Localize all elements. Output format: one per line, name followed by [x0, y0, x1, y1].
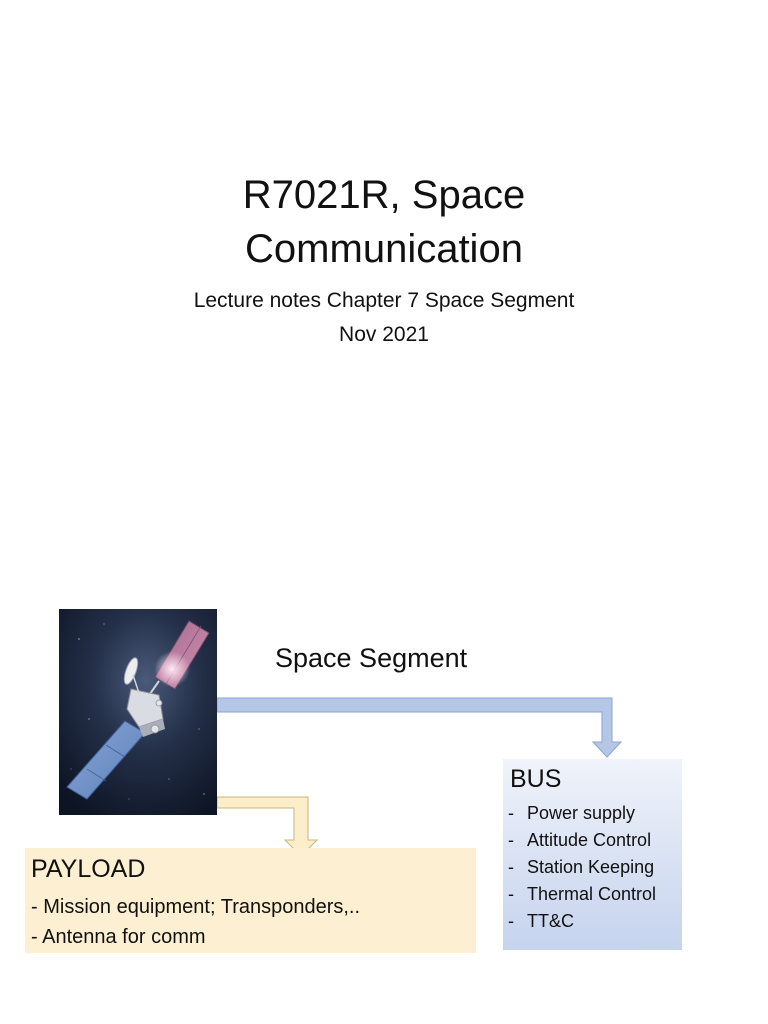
bus-item-label: Station Keeping: [527, 857, 655, 877]
bus-item-label: Attitude Control: [527, 830, 652, 850]
page-title: R7021R, Space Communication: [0, 168, 768, 276]
subtitle-line-2: Nov 2021: [339, 323, 429, 346]
list-item: - Mission equipment; Transponders,..: [31, 896, 361, 918]
list-item: -Station Keeping: [508, 857, 655, 877]
bus-item-label: Thermal Control: [527, 884, 657, 904]
list-item: -Attitude Control: [508, 830, 652, 850]
payload-box: PAYLOAD - Mission equipment; Transponder…: [25, 848, 476, 953]
list-item: -TT&C: [508, 911, 574, 931]
list-item: - Antenna for comm: [31, 926, 206, 948]
space-segment-label: Space Segment: [275, 643, 468, 673]
list-item: -Power supply: [508, 803, 636, 823]
subtitle: Lecture notes Chapter 7 Space Segment No…: [0, 284, 768, 352]
title-line-1: R7021R, Space: [242, 173, 526, 217]
satellite-illustration: [59, 609, 217, 815]
bus-box: BUS -Power supply -Attitude Control -Sta…: [503, 759, 682, 950]
list-item: -Thermal Control: [508, 884, 657, 904]
bus-item-label: Power supply: [527, 803, 636, 823]
bus-item-label: TT&C: [527, 911, 574, 931]
bus-arrow: [216, 697, 623, 758]
subtitle-line-1: Lecture notes Chapter 7 Space Segment: [193, 289, 575, 312]
payload-title: PAYLOAD: [31, 855, 146, 883]
bus-title: BUS: [510, 765, 562, 793]
bus-list: -Power supply -Attitude Control -Station…: [508, 800, 656, 935]
payload-list: - Mission equipment; Transponders,.. - A…: [31, 892, 360, 952]
title-line-2: Communication: [245, 227, 523, 271]
